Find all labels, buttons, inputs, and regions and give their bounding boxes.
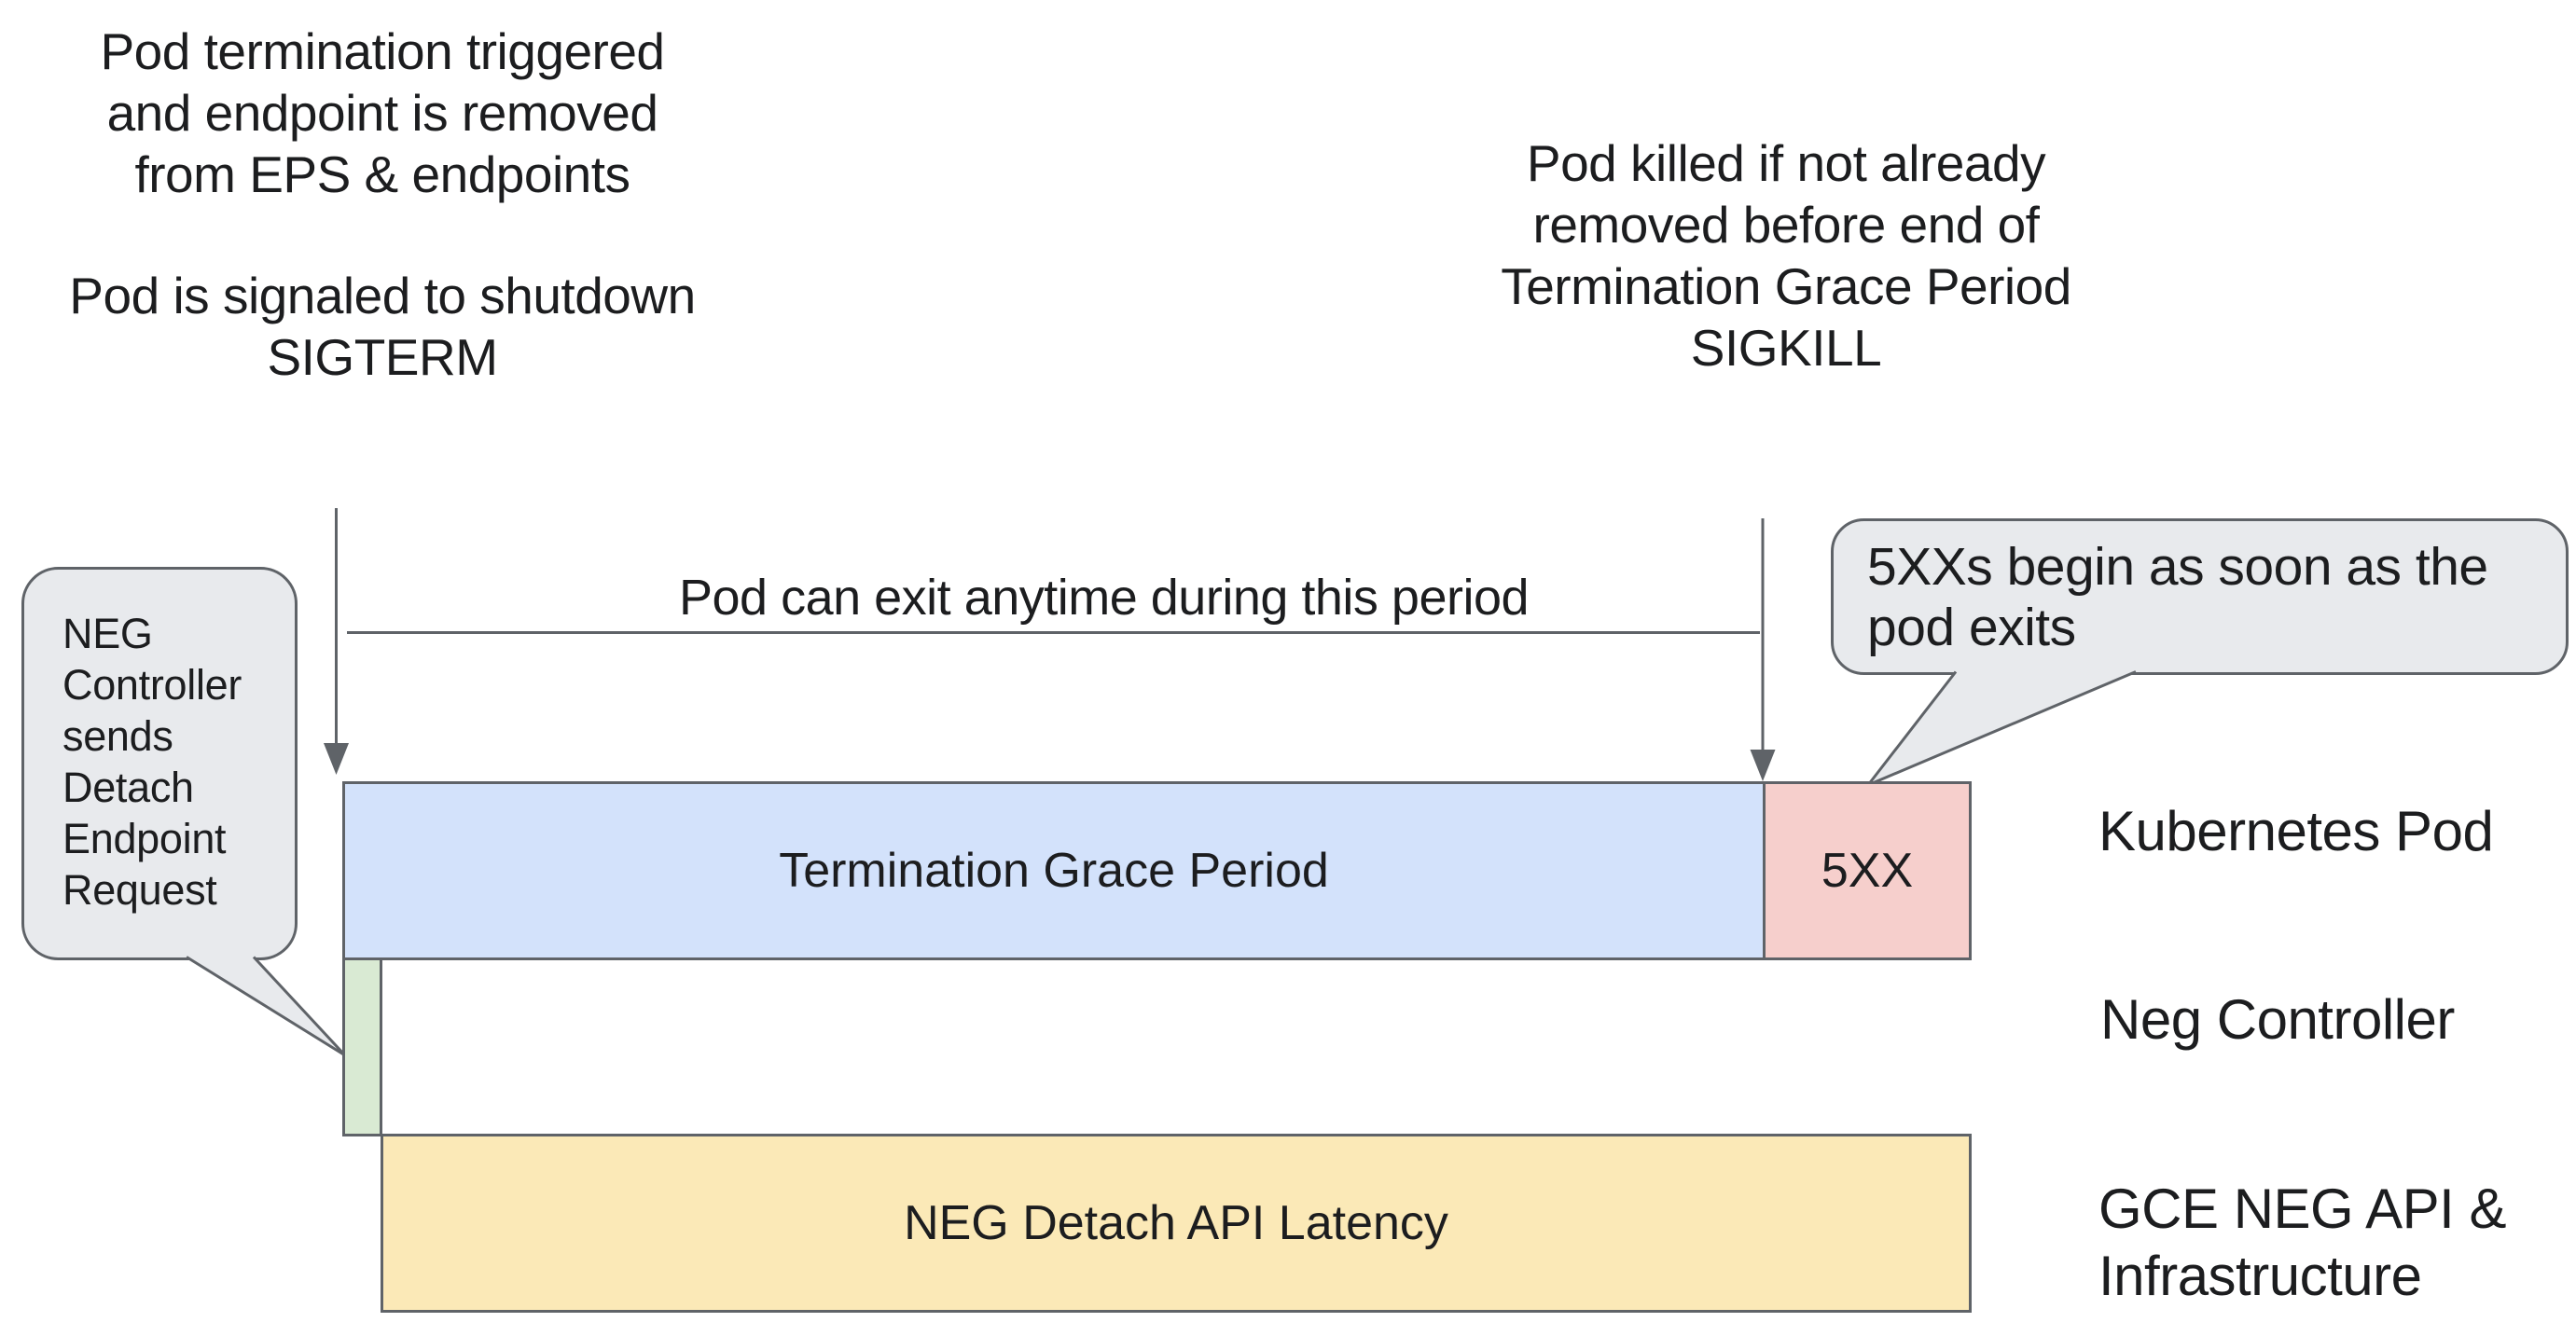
row-label-kubernetes-pod: Kubernetes Pod xyxy=(2098,800,2494,862)
note-line: SIGTERM xyxy=(267,328,498,386)
note-line: Pod killed if not already xyxy=(1526,134,2046,192)
row-label-gce-neg-api: GCE NEG API & Infrastructure xyxy=(2098,1176,2506,1310)
sigkill-note: Pod killed if not already removed before… xyxy=(1483,132,2089,379)
note-line: Pod termination triggered xyxy=(100,22,665,80)
neg-detach-api-latency-bar: NEG Detach API Latency xyxy=(381,1134,1972,1313)
errors-5xx-bar-label: 5XX xyxy=(1821,844,1914,898)
callout-line: NEG xyxy=(62,610,153,657)
callout-line: Detach xyxy=(62,764,194,811)
neg-controller-detach-bar xyxy=(342,957,382,1136)
callout-line: 5XXs begin as soon as the xyxy=(1867,537,2488,597)
termination-trigger-note: Pod termination triggered and endpoint i… xyxy=(19,21,746,388)
note-line: removed before end of xyxy=(1532,196,2040,254)
sigterm-note: Pod is signaled to shutdown SIGTERM xyxy=(19,265,746,388)
note-line: SIGKILL xyxy=(1690,319,1882,377)
note-line: from EPS & endpoints xyxy=(134,145,630,203)
row-label-line: Infrastructure xyxy=(2098,1245,2422,1307)
callout-line: sends xyxy=(62,712,173,760)
neg-detach-api-latency-bar-label: NEG Detach API Latency xyxy=(904,1196,1448,1250)
callout-line: Endpoint xyxy=(62,815,227,862)
errors-callout-text: 5XXs begin as soon as the pod exits xyxy=(1867,537,2488,658)
termination-grace-period-bar: Termination Grace Period xyxy=(342,781,1766,960)
exit-window-label: Pod can exit anytime during this period xyxy=(679,570,1530,626)
termination-grace-period-bar-label: Termination Grace Period xyxy=(779,844,1329,898)
errors-callout-bubble xyxy=(1831,518,2569,675)
row-label-neg-controller: Neg Controller xyxy=(2100,988,2455,1051)
neg-controller-callout-bubble xyxy=(21,567,298,960)
row-label-line: GCE NEG API & xyxy=(2098,1178,2506,1240)
note-line: Termination Grace Period xyxy=(1501,257,2071,315)
sigterm-arrowhead-icon xyxy=(324,743,349,775)
callout-line: Controller xyxy=(62,661,242,709)
sigkill-arrowhead-icon xyxy=(1750,750,1776,781)
neg-controller-callout-text: NEG Controller sends Detach Endpoint Req… xyxy=(62,608,242,916)
errors-callout-tail xyxy=(1866,670,2137,787)
note-line: Pod is signaled to shutdown xyxy=(69,267,696,324)
neg-controller-callout-tail xyxy=(186,956,347,1057)
callout-line: Request xyxy=(62,866,217,914)
errors-5xx-bar: 5XX xyxy=(1763,781,1972,960)
note-line: and endpoint is removed xyxy=(106,84,658,142)
callout-line: pod exits xyxy=(1867,598,2076,657)
